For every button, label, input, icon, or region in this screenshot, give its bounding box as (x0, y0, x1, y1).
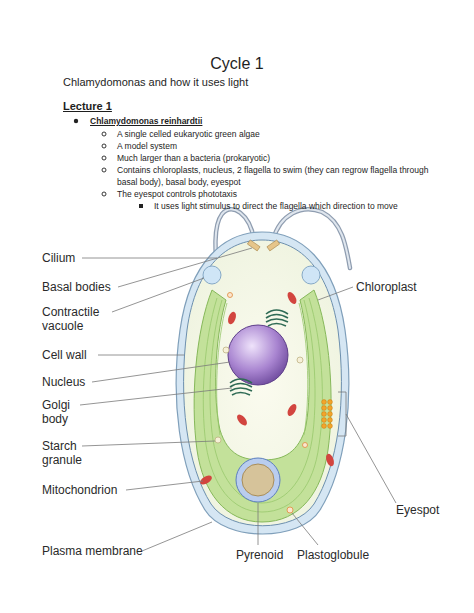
bracket (338, 392, 346, 436)
thylakoid (299, 303, 308, 435)
contractile-vacuole (203, 266, 221, 284)
leader-lines (80, 248, 396, 551)
part-label: Cilium (42, 251, 75, 265)
starch-granule (223, 347, 229, 353)
leader-line (118, 248, 252, 287)
mitochondrion (226, 311, 237, 326)
cell-wall (176, 232, 349, 534)
section-heading: Lecture 1 (63, 100, 112, 112)
part-label: Plasma membrane (42, 544, 143, 558)
eyespot-granule (328, 406, 333, 411)
eyespot-granule (328, 424, 333, 429)
part-label: Cell wall (42, 348, 87, 362)
bullet (102, 168, 106, 172)
part-label: Chloroplast (356, 280, 417, 294)
leader-line (80, 388, 232, 405)
bullet-text: It uses light stimulus to direct the fla… (154, 200, 398, 212)
leader-line (258, 503, 259, 545)
leader-line (292, 513, 318, 545)
basal-body (247, 240, 260, 251)
mitochondrion (286, 403, 299, 418)
bullet (102, 144, 106, 148)
eyespot-granule (328, 412, 333, 417)
eyespot-granule (328, 400, 333, 405)
eyespot-granule (322, 412, 327, 417)
plastoglobule (228, 293, 233, 298)
contractile-vacuole (302, 266, 320, 284)
leader-line (98, 355, 184, 356)
leader-line (126, 481, 203, 490)
bullet (102, 192, 106, 196)
bullet (74, 119, 78, 123)
bullet-text: The eyespot controls phototaxis (117, 188, 237, 200)
part-label: Plastoglobule (297, 548, 369, 562)
plasma-membrane (184, 240, 342, 526)
bullet-text: Chlamydomonas reinhardtii (90, 115, 202, 127)
starch-granule (215, 437, 221, 443)
part-label: Pyrenoid (236, 548, 283, 562)
eyespot-granule (322, 400, 327, 405)
part-label: Starch granule (42, 439, 90, 467)
part-label: Mitochondrion (42, 483, 117, 497)
subtitle: Chlamydomonas and how it uses light (63, 76, 248, 88)
chloroplast (194, 290, 331, 522)
mitochondrion (324, 453, 335, 468)
part-label: Eyespot (396, 503, 439, 517)
eyespot-granule (322, 406, 327, 411)
basal-body (267, 240, 280, 251)
bullet-text: Much larger than a bacteria (prokaryotic… (117, 152, 270, 164)
eyespot-granule (328, 418, 333, 423)
part-label: Contractile vacuole (42, 305, 114, 333)
mitochondrion (235, 413, 249, 427)
starch-granule (297, 357, 303, 363)
leader-line (142, 522, 212, 551)
bullet-text: Contains chloroplasts, nucleus, 2 flagel… (117, 164, 442, 188)
leader-line (318, 287, 353, 300)
leader-line (82, 441, 215, 446)
golgi-body (266, 310, 288, 326)
pyrenoid (242, 464, 274, 496)
leader-line (346, 414, 396, 503)
mitochondrion (199, 474, 214, 487)
plastoglobule (303, 443, 308, 448)
leader-line (92, 362, 230, 382)
thylakoid (217, 303, 227, 435)
part-label: Golgi body (42, 398, 82, 426)
leader-line (82, 258, 217, 259)
plastoglobule (287, 507, 293, 513)
bullet (102, 156, 106, 160)
eyespot-granule (322, 424, 327, 429)
nucleus (228, 325, 288, 385)
page-title: Cycle 1 (0, 55, 474, 73)
bullet-text: A single celled eukaryotic green algae (117, 128, 260, 140)
bullet-text: A model system (117, 140, 177, 152)
bullet (102, 132, 106, 136)
starch-sheath (236, 458, 280, 502)
mitochondrion (286, 291, 299, 306)
part-label: Basal bodies (42, 280, 111, 294)
thylakoid (203, 298, 322, 512)
eyespot (322, 400, 333, 429)
bullet (139, 204, 143, 208)
golgi-body (230, 379, 252, 395)
part-label: Nucleus (42, 375, 85, 389)
leader-line (112, 278, 204, 312)
thylakoid (210, 300, 315, 503)
eyespot-granule (322, 418, 327, 423)
